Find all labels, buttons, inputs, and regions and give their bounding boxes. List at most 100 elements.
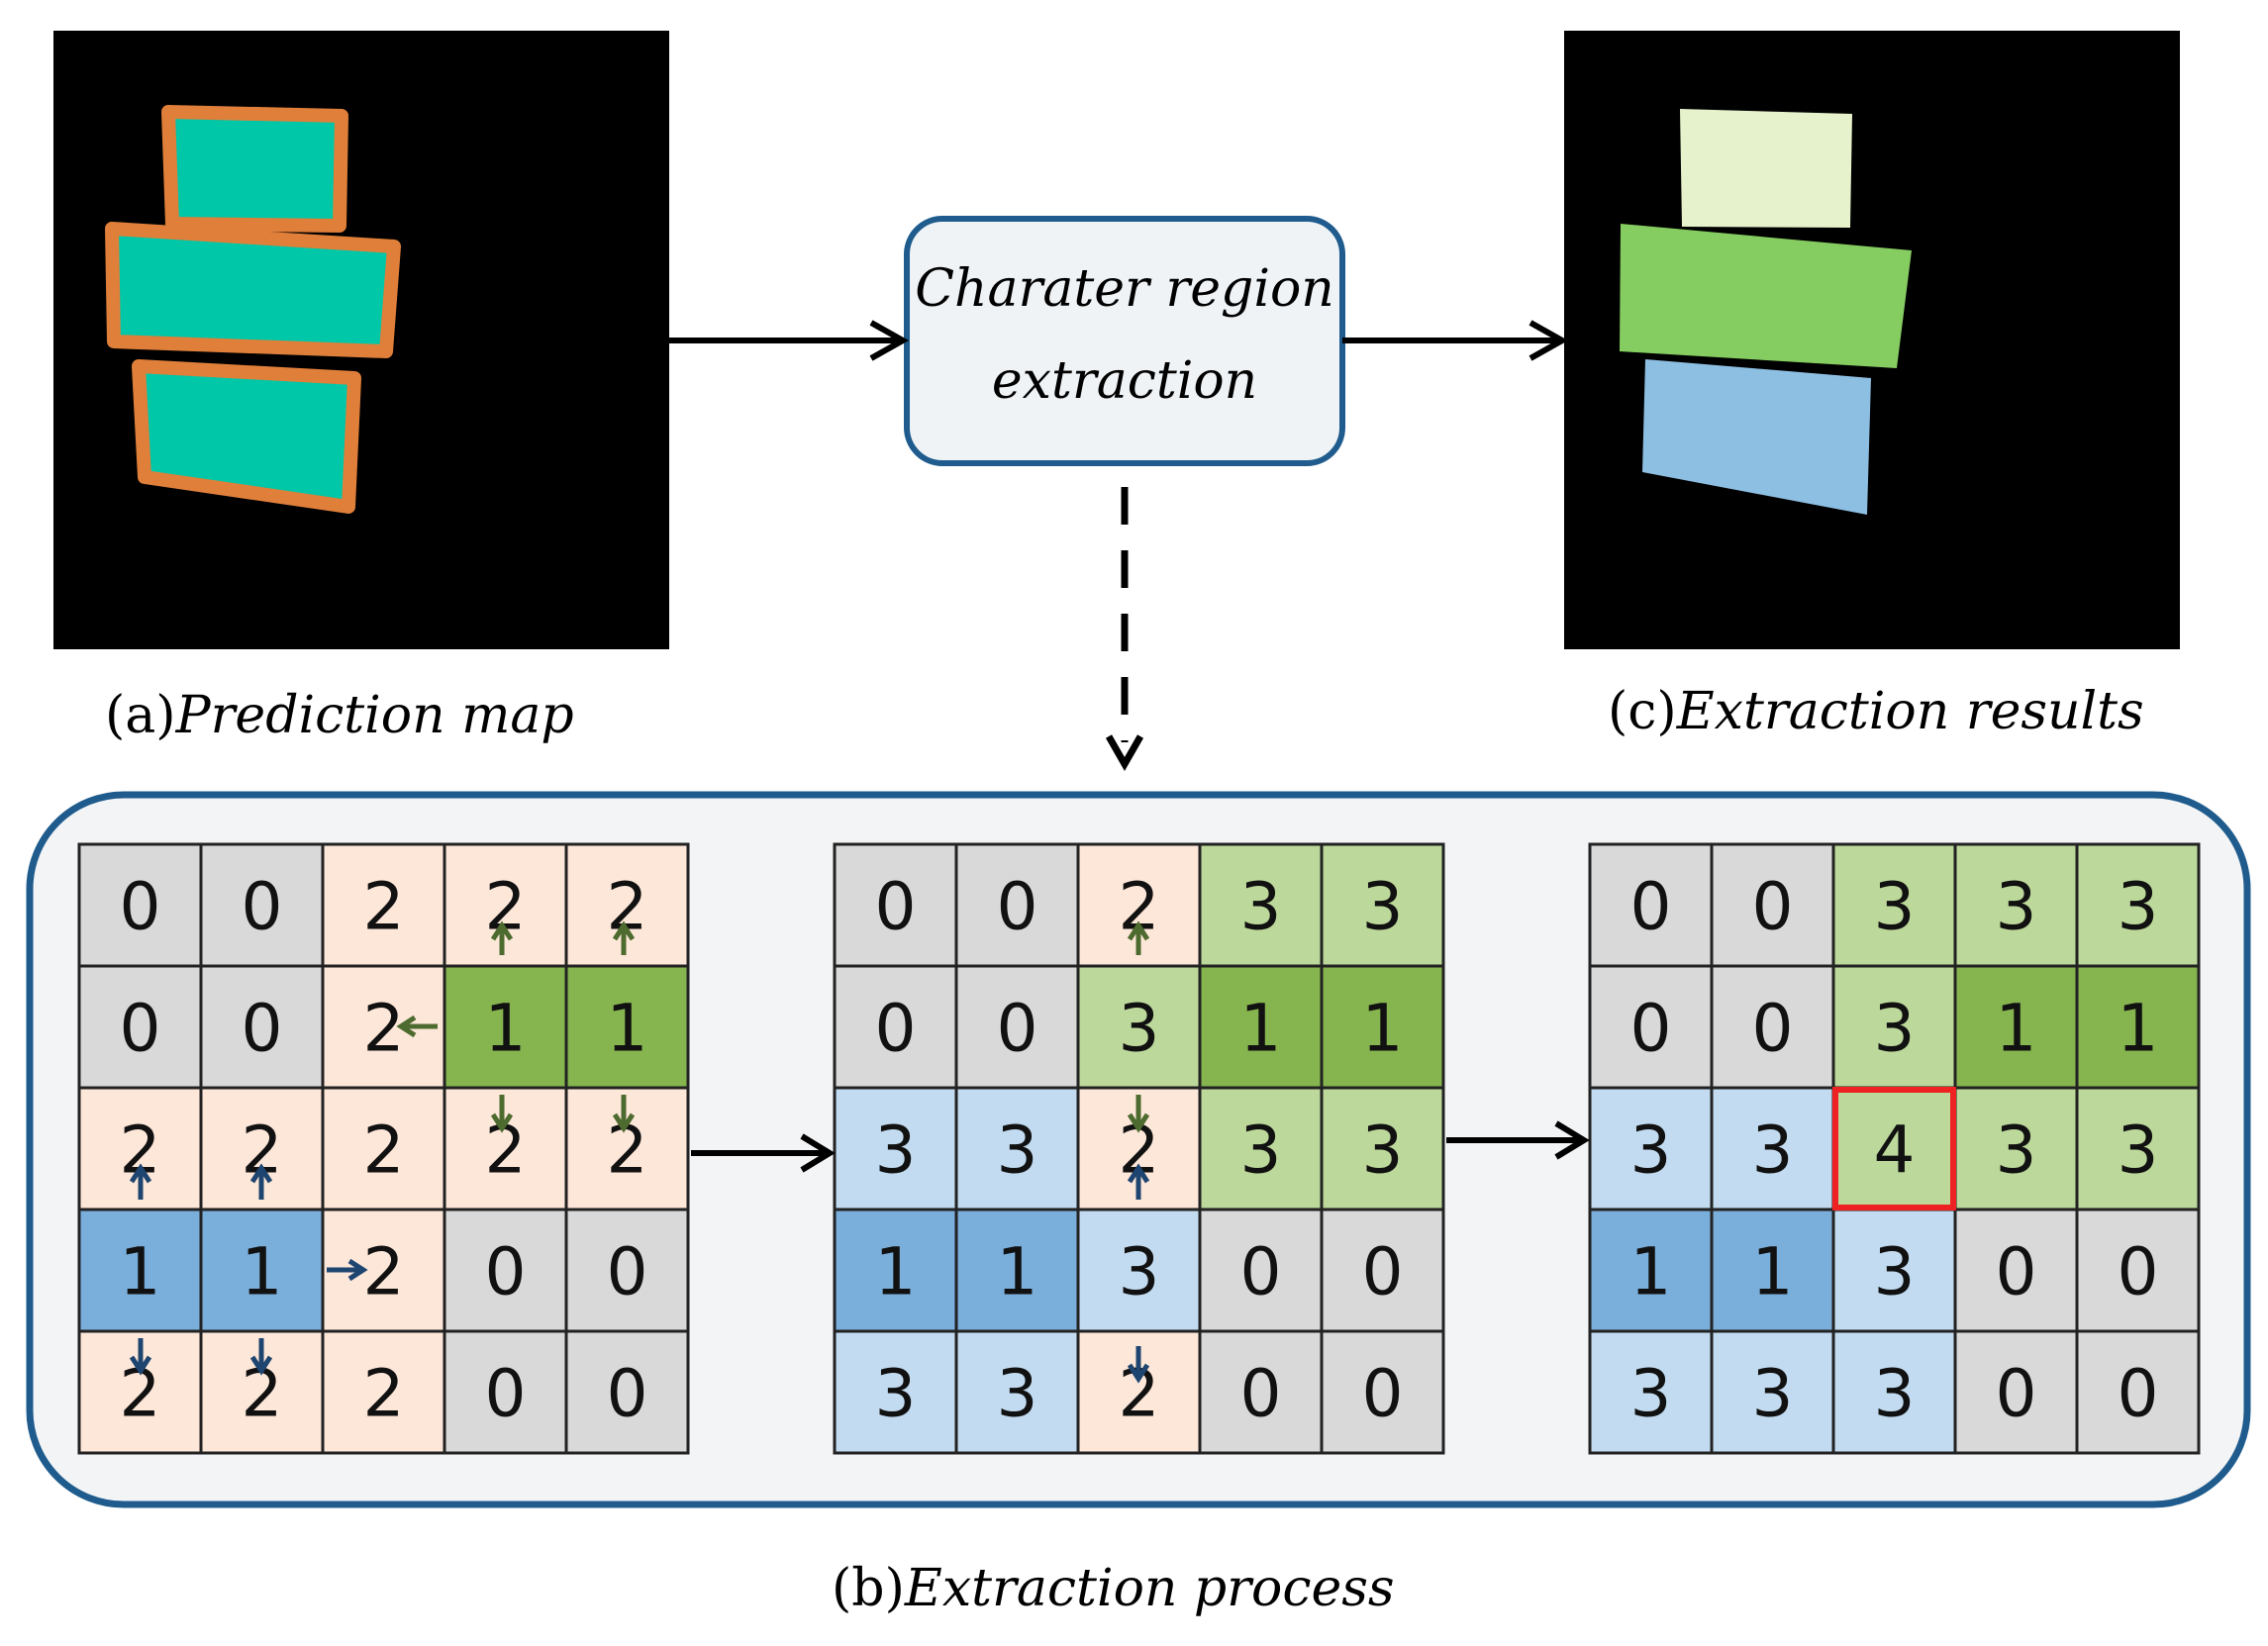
result-region-top bbox=[1680, 109, 1852, 228]
grid-cell-value: 3 bbox=[997, 1356, 1038, 1432]
propagation-arrow-up bbox=[1127, 920, 1150, 955]
process-box-line1: Charater region bbox=[915, 259, 1334, 319]
grid-cell bbox=[1320, 964, 1445, 1090]
grid-cell bbox=[2075, 842, 2201, 968]
grid-cell-value: 0 bbox=[1630, 869, 1672, 945]
grid-cell-value: 3 bbox=[1996, 869, 2037, 945]
propagation-arrow-up bbox=[490, 920, 514, 955]
grid-cell-value: 3 bbox=[1630, 1356, 1672, 1432]
grid-cell bbox=[2075, 1329, 2201, 1455]
grid-cell bbox=[1710, 1086, 1835, 1211]
grid-cell-value: 3 bbox=[1874, 1356, 1916, 1432]
grid-cell-value: 1 bbox=[242, 1234, 283, 1310]
grid-cell-value: 1 bbox=[1240, 991, 1282, 1067]
grid-cell bbox=[564, 964, 690, 1090]
propagation-arrow-up bbox=[249, 1163, 273, 1200]
caption-extraction-process-prefix: (b) bbox=[832, 1559, 905, 1618]
grid-cell bbox=[1831, 964, 1957, 1090]
caption-extraction-process: (b)Extraction process bbox=[832, 1559, 1395, 1618]
propagation-arrow-left bbox=[396, 1015, 438, 1038]
caption-extraction-results-prefix: (c) bbox=[1608, 682, 1677, 741]
grid-cell bbox=[833, 1086, 958, 1211]
prediction-region-middle bbox=[105, 222, 401, 358]
grid-cell-value: 2 bbox=[363, 1113, 405, 1189]
caption-prediction-map-text: Prediction map bbox=[175, 686, 574, 745]
grid-cell bbox=[443, 842, 568, 968]
grid-cell-value: 1 bbox=[1752, 1234, 1794, 1310]
caption-extraction-results: (c)Extraction results bbox=[1608, 682, 2144, 741]
grid-cell-value: 2 bbox=[363, 1356, 405, 1432]
process-arrows-layer bbox=[129, 920, 1590, 1384]
grid-cell-value: 1 bbox=[607, 991, 648, 1067]
grid-cell bbox=[833, 1329, 958, 1455]
grid-cell-value: 0 bbox=[1362, 1234, 1404, 1310]
grid-cell-value: 0 bbox=[607, 1356, 648, 1432]
grid-cell-value: 2 bbox=[363, 1234, 405, 1310]
prediction-map-panel bbox=[53, 31, 669, 649]
highlight-cell-outline bbox=[1832, 1087, 1956, 1210]
grid-cell-value: 1 bbox=[1996, 991, 2037, 1067]
grid-cell bbox=[1320, 1329, 1445, 1455]
grid-cell-value: 0 bbox=[242, 991, 283, 1067]
grid-cell bbox=[833, 1208, 958, 1333]
grid-cell-value: 3 bbox=[1362, 869, 1404, 945]
grid-cell-value: 0 bbox=[2118, 1356, 2159, 1432]
grid-cell bbox=[1588, 964, 1714, 1090]
grid-cell-value: 3 bbox=[2118, 869, 2159, 945]
grid-cell-value: 1 bbox=[875, 1234, 917, 1310]
grid-cell-value: 1 bbox=[1630, 1234, 1672, 1310]
grid-cell-value: 3 bbox=[1874, 1234, 1916, 1310]
propagation-arrow-down bbox=[129, 1338, 152, 1376]
process-box-line2: extraction bbox=[992, 351, 1257, 411]
grid-cell-value: 2 bbox=[363, 869, 405, 945]
caption-prediction-map: (a)Prediction map bbox=[105, 686, 574, 745]
result-region-middle bbox=[1620, 224, 1912, 368]
grid-cell bbox=[1953, 964, 2079, 1090]
grid-cell-value: 0 bbox=[1996, 1234, 2037, 1310]
grid-cell bbox=[1588, 842, 1714, 968]
prediction-region-top bbox=[161, 105, 348, 233]
grid-cell bbox=[199, 1208, 325, 1333]
grid-cell-value: 1 bbox=[2118, 991, 2159, 1067]
grid-cell-value: 0 bbox=[875, 991, 917, 1067]
caption-extraction-results-text: Extraction results bbox=[1676, 682, 2144, 741]
grid-cell-value: 2 bbox=[363, 991, 405, 1067]
top-flow-arrows bbox=[669, 320, 1569, 772]
propagation-arrow-down bbox=[1127, 1095, 1150, 1133]
grid-cell-value: 0 bbox=[485, 1234, 527, 1310]
grid-cell bbox=[1198, 842, 1324, 968]
result-region-bottom bbox=[1642, 359, 1871, 515]
grid-cell-value: 0 bbox=[485, 1356, 527, 1432]
grid-cell-value: 3 bbox=[1752, 1113, 1794, 1189]
grid-cell bbox=[564, 1329, 690, 1455]
grid-cell-value: 0 bbox=[1362, 1356, 1404, 1432]
grid-cell-value: 0 bbox=[242, 869, 283, 945]
grid-cell bbox=[564, 842, 690, 968]
grid-cell-value: 3 bbox=[2118, 1113, 2159, 1189]
grid-cell-value: 0 bbox=[1752, 991, 1794, 1067]
grid-cell bbox=[2075, 1086, 2201, 1211]
grid-cell-value: 0 bbox=[1240, 1356, 1282, 1432]
grid-cell bbox=[1198, 964, 1324, 1090]
grid-cell bbox=[443, 1329, 568, 1455]
grid-cell-value: 0 bbox=[997, 991, 1038, 1067]
grid-cell bbox=[443, 1086, 568, 1211]
grid-cell-value: 3 bbox=[997, 1113, 1038, 1189]
propagation-arrow-down bbox=[249, 1338, 273, 1376]
grid-cell bbox=[321, 1329, 446, 1455]
grid-cell-value: 3 bbox=[1874, 991, 1916, 1067]
grid-cell-value: 4 bbox=[1874, 1113, 1916, 1189]
propagation-arrow-down bbox=[490, 1095, 514, 1133]
grid-cell bbox=[199, 964, 325, 1090]
grid-cell bbox=[954, 1086, 1080, 1211]
propagation-arrow-up bbox=[612, 920, 636, 955]
grid-cell-value: 3 bbox=[875, 1356, 917, 1432]
grid-cell-value: 3 bbox=[1874, 869, 1916, 945]
grid-cell-value: 3 bbox=[1996, 1113, 2037, 1189]
prediction-region-bottom bbox=[132, 359, 361, 514]
grid-cell bbox=[2075, 1208, 2201, 1333]
